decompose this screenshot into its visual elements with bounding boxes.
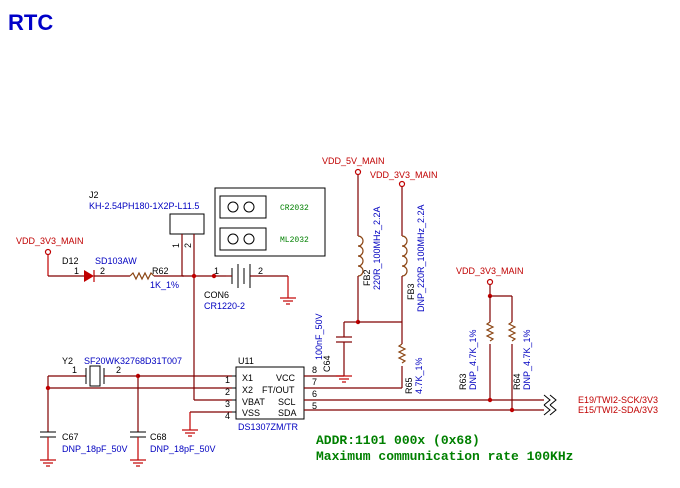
con6-ref: CON6 [204,290,229,300]
y2-value: SF20WK32768D31T007 [84,356,182,366]
r62-resistor [129,271,155,281]
con6-ground [280,276,296,305]
junction-sda [509,407,515,413]
rate-note: Maximum communication rate 100KHz [316,449,573,464]
d12-value: SD103AW [95,256,137,266]
u11-pin-2-name: X2 [242,385,253,395]
u11-pin-7-num: 7 [312,377,317,387]
j2-pin2-num: 2 [183,243,193,248]
u11-pin-5-num: 5 [312,401,317,411]
j2-body [169,213,205,235]
y2-pin1: 1 [72,365,77,375]
u11-pin-6-name: SCL [278,397,296,407]
vdd-3v3-right-symbol [486,278,494,286]
ml2032-footprint [219,227,267,251]
c67-value: DNP_18pF_50V [62,444,128,454]
ml2032-pad-1 [227,233,239,245]
r63-value: DNP_4.7K_1% [468,329,478,390]
u11-value: DS1307ZM/TR [238,422,299,432]
d12-ref: D12 [62,256,79,266]
c67-capacitor [40,431,56,467]
vdd-3v3-top-label: VDD_3V3_MAIN [370,170,438,180]
u11-pin-6-num: 6 [312,389,317,399]
u11-pin-1-num: 1 [225,375,230,385]
c68-ref: C68 [150,432,167,442]
r63-ref: R63 [458,373,468,390]
vdd-5v-symbol [354,168,362,176]
u11-pin-8-num: 8 [312,365,317,375]
r64-resistor [507,321,517,342]
page-title: RTC [8,10,53,35]
r63-resistor [485,321,495,342]
addr-note: ADDR:1101 000x (0x68) [316,433,480,448]
u11-body [235,366,305,420]
u11-pin-1-name: X1 [242,373,253,383]
sda-offpage-connector [543,404,557,416]
u11-pin-3-name: VBAT [242,397,265,407]
j2-ref: J2 [89,190,99,200]
u11-pin-4-name: VSS [242,408,260,418]
ml2032-pad-2 [243,233,255,245]
vdd-3v3-top-symbol [398,180,406,188]
con6-pin2: 2 [258,266,263,276]
c68-capacitor [130,431,146,467]
u11-pin-7-name: FT/OUT [262,385,295,395]
u11-pin-3-num: 3 [225,399,230,409]
r65-value: 4.7K_1% [414,357,424,394]
y2-ref: Y2 [62,356,73,366]
junction-j2-con6 [191,273,197,279]
cr2032-pad-1 [227,201,239,213]
sda-net-label: E15/TWI2-SDA/3V3 [578,405,658,415]
u11-pin-4-num: 4 [225,411,230,421]
u11-pin-5-name: SDA [278,408,297,418]
vdd-3v3-left-label: VDD_3V3_MAIN [16,236,84,246]
d12-pin2: 2 [100,266,105,276]
y2-pin2: 2 [116,365,121,375]
u11-pin-2-num: 2 [225,387,230,397]
cr2032-footprint [219,195,267,219]
j2-value: KH-2.54PH180-1X2P-L11.5 [89,201,199,211]
junction-x2 [45,385,51,391]
scl-net-label: E19/TWI2-SCK/3V3 [578,395,658,405]
u11-ground [182,412,198,437]
u11-ref: U11 [238,356,254,366]
c64-ground [336,375,352,383]
fb2-value: 220R_100MHz_2.2A [372,206,382,290]
fb2-ferrite [357,235,364,277]
r64-ref: R64 [512,373,522,390]
cr2032-pad-2 [243,201,255,213]
d12-diode [84,270,95,282]
r64-value: DNP_4.7K_1% [522,329,532,390]
fb3-value: DNP_220R_100MHz_2.2A [416,204,426,312]
c68-value: DNP_18pF_50V [150,444,216,454]
vdd-5v-label: VDD_5V_MAIN [322,156,385,166]
ml2032-label: ML2032 [280,236,309,245]
con6-value: CR1220-2 [204,301,245,311]
r65-ref: R65 [404,377,414,394]
vdd-3v3-left-symbol [44,248,52,276]
c64-value: 100nF_50V [314,313,324,360]
c67-ref: C67 [62,432,79,442]
r65-resistor [397,343,407,364]
j2-pin1-num: 1 [171,243,181,248]
c64-ref: C64 [322,355,332,372]
fb2-ref: FB2 [362,269,372,286]
fb3-ferrite [401,235,408,277]
junction-con6 [211,273,217,279]
con6-battery [231,264,251,288]
scl-offpage-connector [543,394,557,406]
con6-pin1: 1 [214,266,219,276]
fb3-ref: FB3 [406,283,416,300]
y2-crystal [85,365,105,387]
junction-scl [487,397,493,403]
r62-value: 1K_1% [150,280,179,290]
u11-pin-8-name: VCC [276,373,296,383]
r62-ref: R62 [152,266,169,276]
cr2032-label: CR2032 [280,204,309,213]
vdd-3v3-right-label: VDD_3V3_MAIN [456,266,524,276]
d12-pin1: 1 [74,266,79,276]
